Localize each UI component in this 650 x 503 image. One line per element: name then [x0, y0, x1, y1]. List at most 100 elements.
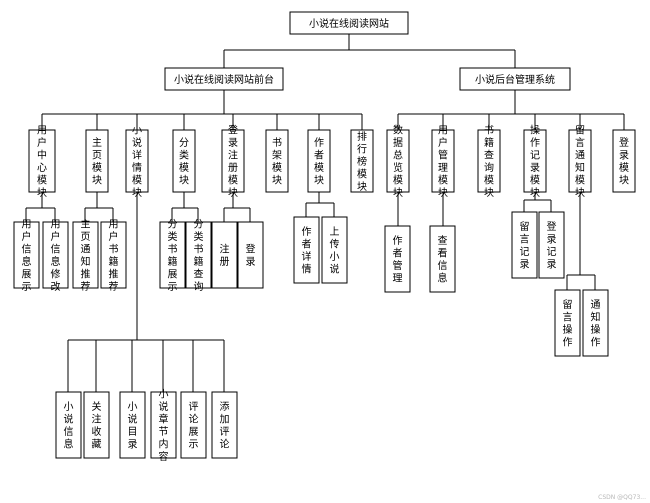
node-box [568, 129, 592, 193]
node-operation-log: 操作记录模块 [523, 124, 547, 200]
node-bookshelf: 书架模块 [265, 129, 289, 193]
node-box [477, 129, 501, 193]
node-box [159, 221, 186, 289]
node-label: 用户书籍推荐 [109, 220, 119, 294]
node-box [125, 129, 149, 193]
node-message-op: 留言操作 [554, 289, 581, 357]
node-label: 操作记录模块 [530, 124, 540, 200]
node-label: 分类书籍展示 [168, 219, 178, 294]
node-box [293, 216, 320, 284]
node-register: 登录 [237, 221, 264, 289]
node-data-overview: 数据总览模块 [386, 124, 410, 199]
node-label: 小说章节内容 [159, 389, 169, 464]
node-box [172, 129, 196, 193]
node-book-query: 书籍查询模块 [477, 125, 501, 200]
node-box [431, 129, 455, 193]
node-label: 分类书籍查询 [194, 219, 204, 294]
node-home-notice-rec: 主页通知推荐 [72, 219, 99, 294]
node-author-detail: 作者详情 [293, 216, 320, 284]
node-box [211, 391, 238, 459]
node-box [321, 216, 348, 284]
node-label: 小说在线阅读网站前台 [174, 73, 274, 86]
node-back: 小说后台管理系统 [459, 67, 571, 91]
node-box [72, 221, 99, 289]
node-label: 注册 [220, 243, 230, 269]
node-notice-op: 通知操作 [582, 289, 609, 357]
node-label: 用户中心模块 [37, 126, 47, 200]
node-box [119, 391, 146, 459]
node-user-info-edit: 用户信息修改 [42, 220, 69, 294]
node-label: 留言记录 [520, 220, 530, 271]
node-box [13, 221, 40, 289]
node-author: 作者模块 [307, 129, 331, 193]
node-label: 书籍查询模块 [484, 125, 494, 200]
node-label: 小说信息 [64, 401, 74, 451]
node-label: 主页通知推荐 [81, 219, 91, 294]
node-label: 用户信息修改 [51, 220, 61, 294]
node-box [100, 221, 127, 289]
node-label: 登录注册模块 [228, 124, 238, 200]
node-box [384, 225, 411, 293]
node-novel-chapter: 小说章节内容 [150, 389, 177, 464]
node-label: 小说详情模块 [132, 125, 142, 200]
node-label: 作者管理 [393, 235, 403, 285]
node-box [83, 391, 110, 459]
node-novel-info: 小说信息 [55, 391, 82, 459]
node-label: 排行榜模块 [357, 130, 367, 193]
node-novel-detail: 小说详情模块 [125, 125, 149, 200]
node-label: 小说目录 [128, 401, 138, 451]
node-box [307, 129, 331, 193]
node-label: 用户管理模块 [438, 126, 448, 200]
node-home: 主页模块 [85, 129, 109, 193]
node-box [459, 67, 571, 91]
node-box [538, 211, 565, 279]
node-view-info: 查看信息 [429, 225, 456, 293]
node-user-center: 用户中心模块 [28, 126, 56, 200]
node-user-info-show: 用户信息展示 [13, 220, 40, 293]
node-label: 通知操作 [591, 299, 601, 349]
node-label: 查看信息 [438, 234, 448, 285]
node-box [164, 67, 284, 91]
node-label: 留言通知模块 [575, 124, 585, 200]
node-label: 书架模块 [272, 137, 282, 187]
node-category: 分类模块 [172, 129, 196, 193]
node-label: 登录模块 [619, 136, 629, 187]
node-box [211, 221, 238, 289]
node-cat-book-query: 分类书籍查询 [185, 219, 212, 294]
node-label: 上传小说 [330, 226, 340, 276]
node-box [511, 211, 538, 279]
node-label: 主页模块 [92, 137, 102, 187]
node-box [221, 129, 245, 193]
node-box [582, 289, 609, 357]
node-label: 登录记录 [547, 220, 557, 271]
node-label: 留言操作 [563, 298, 573, 349]
node-box [237, 221, 264, 289]
node-box [265, 129, 289, 193]
node-box [386, 129, 410, 193]
node-box [350, 129, 374, 193]
node-label: 作者详情 [302, 226, 312, 276]
node-label: 登录 [246, 243, 256, 269]
node-box [523, 129, 547, 193]
node-root: 小说在线阅读网站 [289, 11, 409, 35]
node-box [289, 11, 409, 35]
node-box [180, 391, 207, 459]
node-login-module: 登录模块 [612, 129, 636, 193]
node-label: 添加评论 [220, 400, 230, 451]
node-author-manage: 作者管理 [384, 225, 411, 293]
node-user-manage: 用户管理模块 [431, 126, 455, 200]
node-box [150, 391, 177, 459]
node-box [554, 289, 581, 357]
node-box [612, 129, 636, 193]
node-box [85, 129, 109, 193]
node-label: 分类模块 [179, 137, 189, 187]
node-add-comment: 添加评论 [211, 391, 238, 459]
node-box [42, 221, 69, 289]
node-comment-show: 评论展示 [180, 391, 207, 459]
node-message-notice: 留言通知模块 [568, 124, 592, 200]
node-login-register: 登录注册模块 [221, 124, 245, 200]
node-box [429, 225, 456, 293]
watermark: CSDN @QQ73... [598, 494, 646, 501]
node-label: 关注收藏 [92, 400, 102, 451]
